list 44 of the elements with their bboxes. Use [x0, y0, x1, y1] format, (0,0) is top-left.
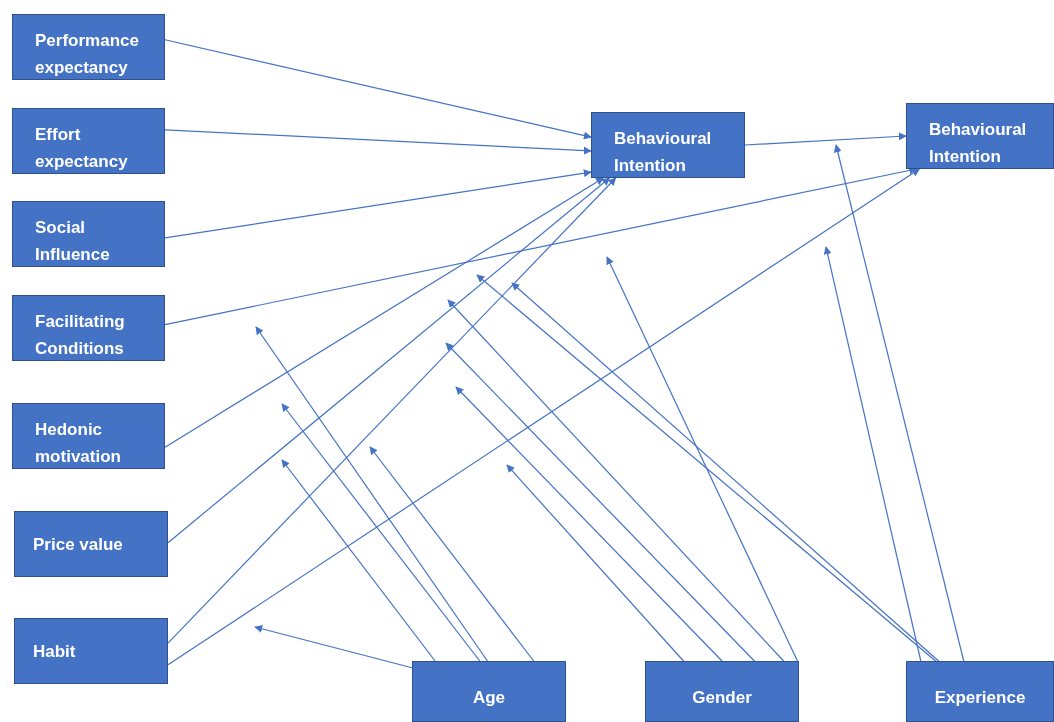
construct-label: Behavioural Intention	[614, 128, 713, 177]
construct-box	[412, 661, 566, 722]
arrow	[281, 403, 481, 662]
arrow	[164, 177, 604, 448]
construct-box	[12, 201, 165, 267]
arrow	[254, 624, 413, 669]
construct-label: Social Influence	[35, 217, 111, 266]
construct-label: Behavioural Intention	[929, 119, 1028, 168]
construct-label: Facilitating Conditions	[35, 311, 126, 360]
construct-box	[12, 108, 165, 174]
construct-box	[12, 295, 165, 361]
construct-label: Performance expectancy	[35, 30, 140, 79]
arrow	[833, 144, 965, 662]
arrow	[369, 446, 535, 662]
arrow	[823, 246, 922, 662]
arrow	[447, 299, 785, 662]
arrow	[164, 129, 592, 155]
construct-label: Habit	[33, 640, 77, 663]
arrow	[281, 459, 436, 662]
construct-box	[906, 661, 1054, 722]
construct-label: Age	[472, 687, 506, 709]
construct-label: Hedonic motivation	[35, 419, 122, 468]
construct-label: Experience	[934, 687, 1026, 709]
construct-label: Gender	[692, 687, 752, 709]
arrow	[164, 169, 592, 239]
construct-box	[14, 511, 168, 577]
arrow	[167, 177, 611, 544]
construct-box	[906, 103, 1054, 169]
construct-box	[645, 661, 799, 722]
construct-box	[591, 112, 745, 178]
arrow	[744, 132, 907, 146]
construct-label: Price value	[33, 533, 124, 556]
construct-box	[14, 618, 168, 684]
arrow	[445, 342, 755, 662]
arrow	[606, 256, 799, 662]
arrow	[167, 168, 920, 666]
arrow	[167, 177, 617, 644]
arrow	[164, 39, 592, 140]
arrow	[255, 326, 489, 662]
construct-label: Effort expectancy	[35, 124, 129, 173]
construct-box	[12, 14, 165, 80]
arrow	[455, 386, 723, 662]
construct-box	[12, 403, 165, 469]
arrow	[506, 464, 685, 662]
